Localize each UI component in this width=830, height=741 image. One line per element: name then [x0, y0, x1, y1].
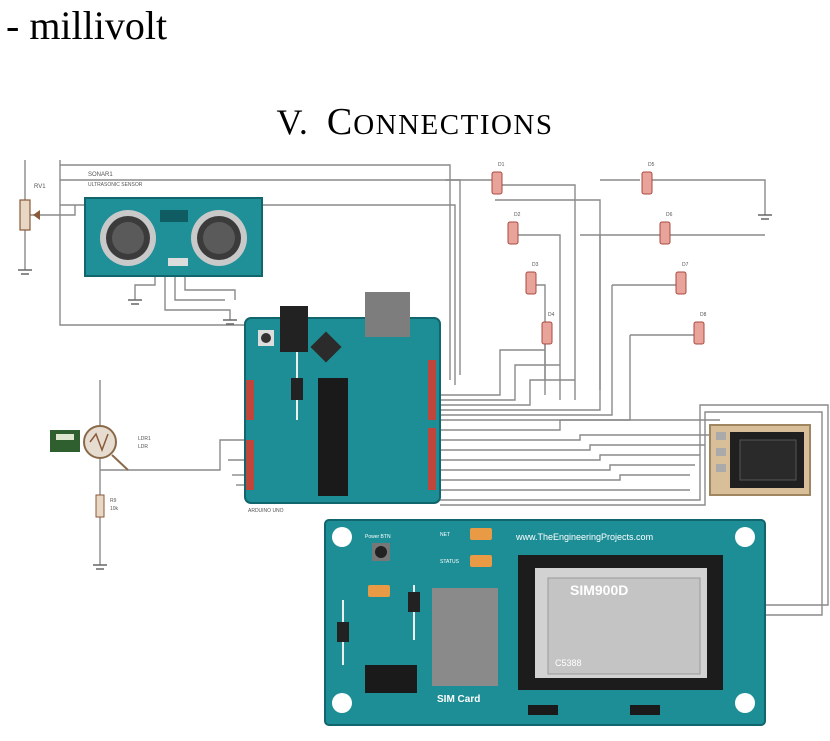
text-fragment: - millivolt — [6, 3, 168, 48]
ldr-sublabel: LDR — [138, 444, 148, 450]
led-d4 — [541, 321, 553, 345]
ground-symbols — [18, 214, 772, 570]
chip-sublabel: C5388 — [555, 658, 582, 668]
led-d6 — [659, 221, 671, 245]
gsm-led-label-2: STATUS — [440, 559, 460, 565]
led-d8 — [693, 321, 705, 345]
section-numeral: V. — [276, 102, 309, 142]
led-d2 — [507, 221, 519, 245]
section-title-rest: ONNECTIONS — [353, 109, 554, 141]
chip-label: SIM900D — [570, 582, 628, 598]
led-d3 — [525, 271, 537, 295]
led-label: D7 — [682, 262, 689, 268]
led-d7 — [675, 271, 687, 295]
potentiometer-rv1: RV1 — [19, 184, 46, 231]
led-d5 — [641, 171, 653, 195]
led-label: D3 — [532, 262, 539, 268]
led-label: D2 — [514, 212, 521, 218]
section-title-initial: C — [326, 101, 354, 143]
arduino-board: ARDUINO UNO — [244, 292, 441, 514]
pot-label: RV1 — [34, 184, 46, 190]
ultrasonic-sensor: SONAR1 ULTRASONIC SENSOR — [84, 172, 263, 277]
sensor-label: SONAR1 — [88, 172, 113, 178]
led-label: D8 — [700, 312, 707, 318]
gsm-website: www.TheEngineeringProjects.com — [515, 532, 653, 542]
led-label: D4 — [548, 312, 555, 318]
gsm-module: www.TheEngineeringProjects.com Power BTN… — [324, 519, 766, 726]
led-label: D5 — [648, 162, 655, 168]
gsm-led-label-1: NET — [440, 532, 450, 538]
gsm-power-label: Power BTN — [365, 534, 391, 540]
led-label: D1 — [498, 162, 505, 168]
display-module — [709, 424, 811, 496]
wiring — [24, 160, 829, 616]
led-d1 — [491, 171, 503, 195]
ldr-label: LDR1 — [138, 436, 151, 442]
ldr-sensor: LDR1 LDR R9 10k — [50, 425, 151, 518]
led-labels: D1 D2 D3 D4 D5 D6 D7 D8 — [498, 162, 707, 318]
resistor-value: 10k — [110, 506, 119, 512]
sim-label: SIM Card — [437, 694, 480, 705]
arduino-label: ARDUINO UNO — [248, 508, 284, 514]
sensor-sublabel: ULTRASONIC SENSOR — [88, 182, 143, 188]
section-heading: V. CONNECTIONS — [0, 100, 830, 144]
led-array — [491, 171, 705, 345]
led-label: D6 — [666, 212, 673, 218]
resistor-label: R9 — [110, 498, 117, 504]
